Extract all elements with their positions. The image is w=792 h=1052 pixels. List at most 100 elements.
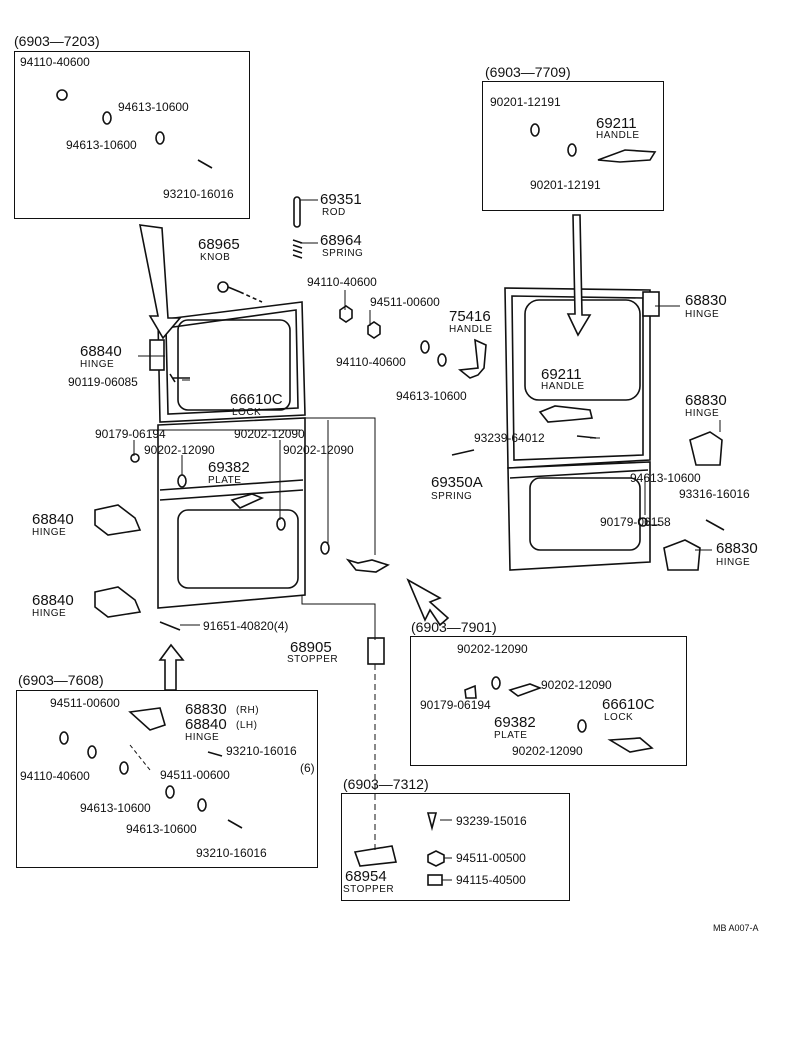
part-number: 94110-40600	[20, 769, 90, 783]
group-code-7312: (6903—7312)	[343, 776, 429, 792]
part-number: 93239-64012	[474, 431, 545, 445]
nut-parts	[339, 305, 447, 367]
part-name: PLATE	[208, 475, 242, 486]
part-name: (LH)	[236, 720, 258, 731]
part-number: 90202-12090	[234, 427, 305, 441]
part-number: 90202-12090	[512, 744, 583, 758]
part-number: 90179-06194	[95, 427, 166, 441]
stopper-part	[367, 637, 385, 665]
right-door	[504, 287, 651, 571]
arrow-down-left	[138, 224, 182, 340]
group-box-6903-7608	[16, 690, 318, 868]
part-number: 94613-10600	[80, 801, 151, 815]
part-number: 94115-40500	[456, 873, 526, 887]
part-number: 90179-06158	[600, 515, 671, 529]
part-number: 69350A	[431, 474, 483, 491]
part-number: 90202-12090	[144, 443, 215, 457]
part-name: HINGE	[32, 608, 67, 619]
part-number: 69382	[494, 714, 536, 731]
part-number: 75416	[449, 308, 491, 325]
part-number: 94613-10600	[66, 138, 137, 152]
part-name: SPRING	[431, 491, 473, 502]
part-number: 68830	[685, 392, 727, 409]
leader-lines	[129, 199, 721, 881]
left-door-upper	[157, 301, 306, 423]
part-number: 90119-06085	[68, 375, 138, 389]
part-number: 68954	[345, 868, 387, 885]
part-name: (RH)	[236, 705, 260, 716]
group-code-7709: (6903—7709)	[485, 64, 571, 80]
arrow-up-right	[406, 578, 450, 627]
part-name: ROD	[322, 207, 346, 218]
plate-part	[230, 493, 265, 509]
handle-75416	[457, 338, 487, 379]
part-number: 94511-00500	[456, 851, 526, 865]
bolt-parts	[56, 89, 330, 631]
part-name: HANDLE	[541, 381, 585, 392]
part-number: 90201-12191	[490, 95, 561, 109]
group-box-6903-7901	[410, 636, 687, 766]
group-code-7203: (6903—7203)	[14, 33, 100, 49]
part-name: STOPPER	[287, 654, 339, 665]
part-number: 68964	[320, 232, 362, 249]
part-number: 90201-12191	[530, 178, 601, 192]
part-name: SPRING	[322, 248, 364, 259]
part-number: 94613-10600	[126, 822, 197, 836]
part-number: 66610C	[602, 696, 655, 713]
group-box-6903-7203	[14, 51, 250, 219]
part-number: 90179-06194	[420, 698, 491, 712]
part-number: 90202-12090	[541, 678, 612, 692]
part-number: 69351	[320, 191, 362, 208]
part-name: PLATE	[494, 730, 528, 741]
box-contents	[59, 123, 657, 886]
part-number: 94511-00600	[370, 295, 440, 309]
part-number: 68830	[716, 540, 758, 557]
part-number: 94110-40600	[307, 275, 377, 289]
arrow-up-left	[158, 643, 185, 691]
part-number: 94613-10600	[118, 100, 189, 114]
part-number: 68830	[685, 292, 727, 309]
part-number: 93316-16016	[679, 487, 750, 501]
rod-part	[293, 196, 301, 228]
part-number: 66610C	[230, 391, 283, 408]
part-number: 69211	[541, 366, 582, 383]
group-code-7901: (6903—7901)	[411, 619, 497, 635]
part-name: STOPPER	[343, 884, 395, 895]
part-name: HANDLE	[449, 324, 493, 335]
part-number: 94511-00600	[50, 696, 120, 710]
part-name: HANDLE	[596, 130, 640, 141]
part-number: 68840	[32, 592, 74, 609]
part-number: 94110-40600	[20, 55, 90, 69]
group-box-6903-7709	[482, 81, 664, 211]
group-code-7608: (6903—7608)	[18, 672, 104, 688]
part-number: 68965	[198, 236, 240, 253]
part-number: 68840	[32, 511, 74, 528]
part-name: HINGE	[80, 359, 115, 370]
lock-part	[345, 558, 390, 573]
part-name: LOCK	[604, 712, 634, 723]
knob-part	[217, 281, 263, 303]
spring-part	[292, 239, 303, 259]
part-number: 90202-12090	[283, 443, 354, 457]
part-number: 93239-15016	[456, 814, 527, 828]
diagram-code: MB A007-A	[713, 923, 759, 933]
part-number: 93210-16016	[196, 846, 267, 860]
part-number: 94110-40600	[336, 355, 406, 369]
part-number: 69382	[208, 459, 250, 476]
part-number: 91651-40820(4)	[203, 619, 289, 633]
left-door-lower	[157, 417, 306, 609]
part-name: HINGE	[185, 732, 220, 743]
arrow-down-right	[566, 214, 592, 337]
part-number: 69211	[596, 115, 637, 132]
part-name: HINGE	[685, 309, 720, 320]
part-number: 68830	[185, 701, 227, 718]
part-number: 94613-10600	[630, 471, 701, 485]
part-name: LOCK	[232, 407, 262, 418]
part-number: 94613-10600	[396, 389, 467, 403]
group-box-6903-7312	[341, 793, 570, 901]
part-name: HINGE	[716, 557, 751, 568]
part-name: HINGE	[32, 527, 67, 538]
part-number: 93210-16016	[226, 744, 297, 758]
part-number: 68840	[185, 716, 227, 733]
